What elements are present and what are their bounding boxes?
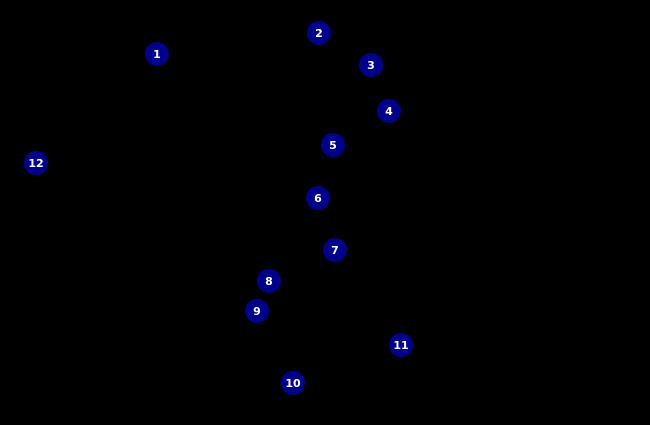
marker-6[interactable]: 6 <box>306 186 330 210</box>
marker-11[interactable]: 11 <box>389 333 413 357</box>
marker-5-label: 5 <box>329 138 337 152</box>
marker-11-label: 11 <box>393 338 409 352</box>
marker-8-label: 8 <box>265 274 273 288</box>
marker-4-label: 4 <box>385 104 393 118</box>
marker-2[interactable]: 2 <box>307 21 331 45</box>
marker-7[interactable]: 7 <box>323 238 347 262</box>
marker-12-label: 12 <box>28 156 44 170</box>
marker-12[interactable]: 12 <box>24 151 48 175</box>
marker-5[interactable]: 5 <box>321 133 345 157</box>
marker-3-label: 3 <box>367 58 375 72</box>
marker-10[interactable]: 10 <box>281 371 305 395</box>
marker-7-label: 7 <box>331 243 339 257</box>
marker-9[interactable]: 9 <box>245 299 269 323</box>
marker-10-label: 10 <box>285 376 301 390</box>
marker-6-label: 6 <box>314 191 322 205</box>
marker-1[interactable]: 1 <box>145 42 169 66</box>
marker-8[interactable]: 8 <box>257 269 281 293</box>
marker-1-label: 1 <box>153 47 161 61</box>
marker-9-label: 9 <box>253 304 261 318</box>
marker-2-label: 2 <box>315 26 323 40</box>
marker-4[interactable]: 4 <box>377 99 401 123</box>
marker-3[interactable]: 3 <box>359 53 383 77</box>
